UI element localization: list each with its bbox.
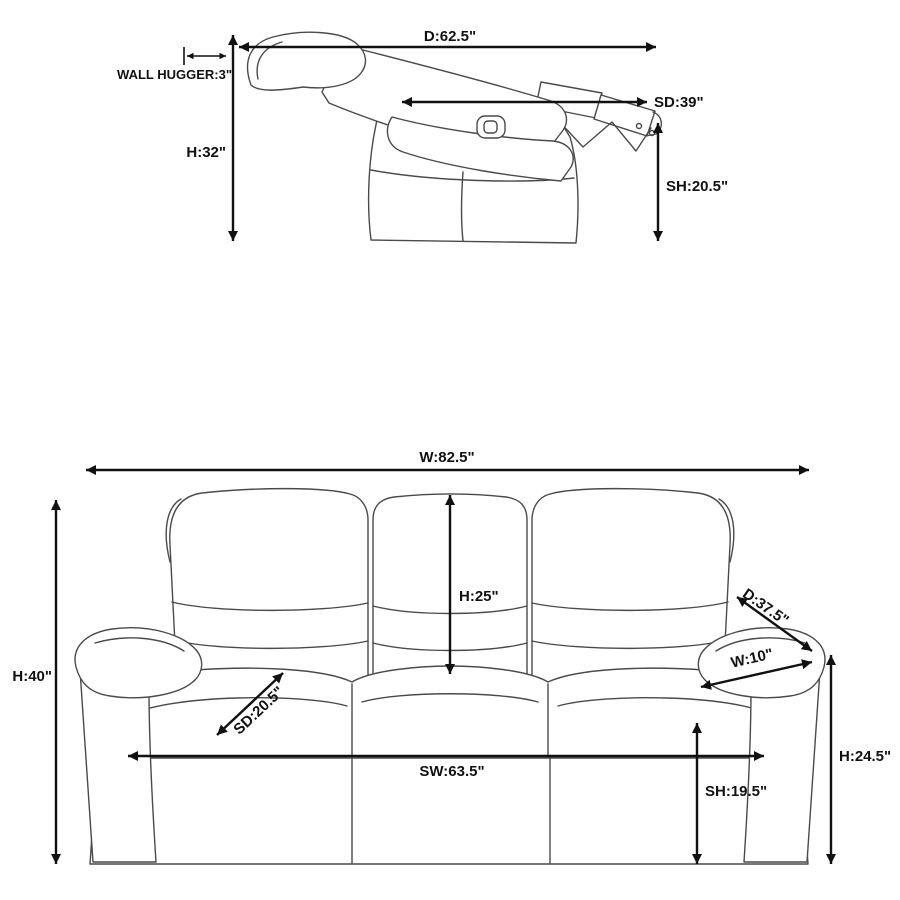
dim-label-sofa-back-height: H:25" bbox=[459, 588, 499, 605]
dim-label-sofa-depth: D:37.5" bbox=[739, 585, 791, 629]
dim-label-sofa-arm-height: H:24.5" bbox=[839, 748, 891, 765]
sofa-shoulder-left bbox=[165, 498, 182, 563]
dim-label-recliner-height: H:32" bbox=[186, 144, 226, 161]
dim-sofa-height: H:40" bbox=[12, 500, 62, 864]
dim-label-sofa-seat-width: SW:63.5" bbox=[419, 763, 484, 780]
sofa-arm-right-front bbox=[743, 669, 821, 863]
sofa-base-seams bbox=[351, 757, 551, 865]
sofa-back-cushion-left-seams bbox=[171, 601, 369, 650]
dim-label-sofa-seat-height: SH:19.5" bbox=[705, 783, 767, 800]
sofa-arm-left-front bbox=[79, 669, 157, 863]
sofa-line-art bbox=[74, 487, 826, 865]
dim-label-recliner-seat-depth: SD:39" bbox=[654, 94, 704, 111]
dim-sofa-arm-height: H:24.5" bbox=[825, 655, 891, 864]
dim-label-wall-hugger: WALL HUGGER:3" bbox=[117, 67, 232, 82]
dim-sofa-seat-width: SW:63.5" bbox=[128, 750, 764, 780]
recliner-line-art bbox=[246, 31, 662, 244]
dim-label-sofa-height: H:40" bbox=[12, 668, 52, 685]
dim-recliner-height: H:32" bbox=[186, 35, 239, 241]
dim-recliner-seat-height: SH:20.5" bbox=[652, 122, 728, 241]
recliner-handle bbox=[476, 115, 506, 139]
dim-sofa-seat-height: SH:19.5" bbox=[691, 723, 767, 864]
dim-recliner-depth: D:62.5" bbox=[239, 28, 656, 53]
sofa-back-cushion-left bbox=[169, 487, 369, 685]
sofa-shoulder-right bbox=[718, 498, 735, 563]
dim-recliner-wall-hugger: WALL HUGGER:3" bbox=[117, 47, 232, 82]
dim-sofa-back-height: H:25" bbox=[444, 495, 499, 674]
dim-recliner-seat-depth: SD:39" bbox=[402, 94, 704, 111]
dim-label-recliner-seat-height: SH:20.5" bbox=[666, 178, 728, 195]
sofa-back-cushion-right bbox=[531, 487, 731, 685]
sofa-back-cushion-right-seams bbox=[531, 601, 729, 650]
recliner-headrest bbox=[246, 31, 367, 91]
dim-label-sofa-width: W:82.5" bbox=[419, 449, 474, 466]
sofa-arm-left-pad bbox=[74, 627, 203, 699]
sofa-arm-left-pad-seam bbox=[94, 637, 185, 652]
dim-sofa-width: W:82.5" bbox=[86, 449, 809, 476]
dim-label-recliner-depth: D:62.5" bbox=[424, 28, 476, 45]
sofa-seat-cushions bbox=[118, 665, 781, 759]
